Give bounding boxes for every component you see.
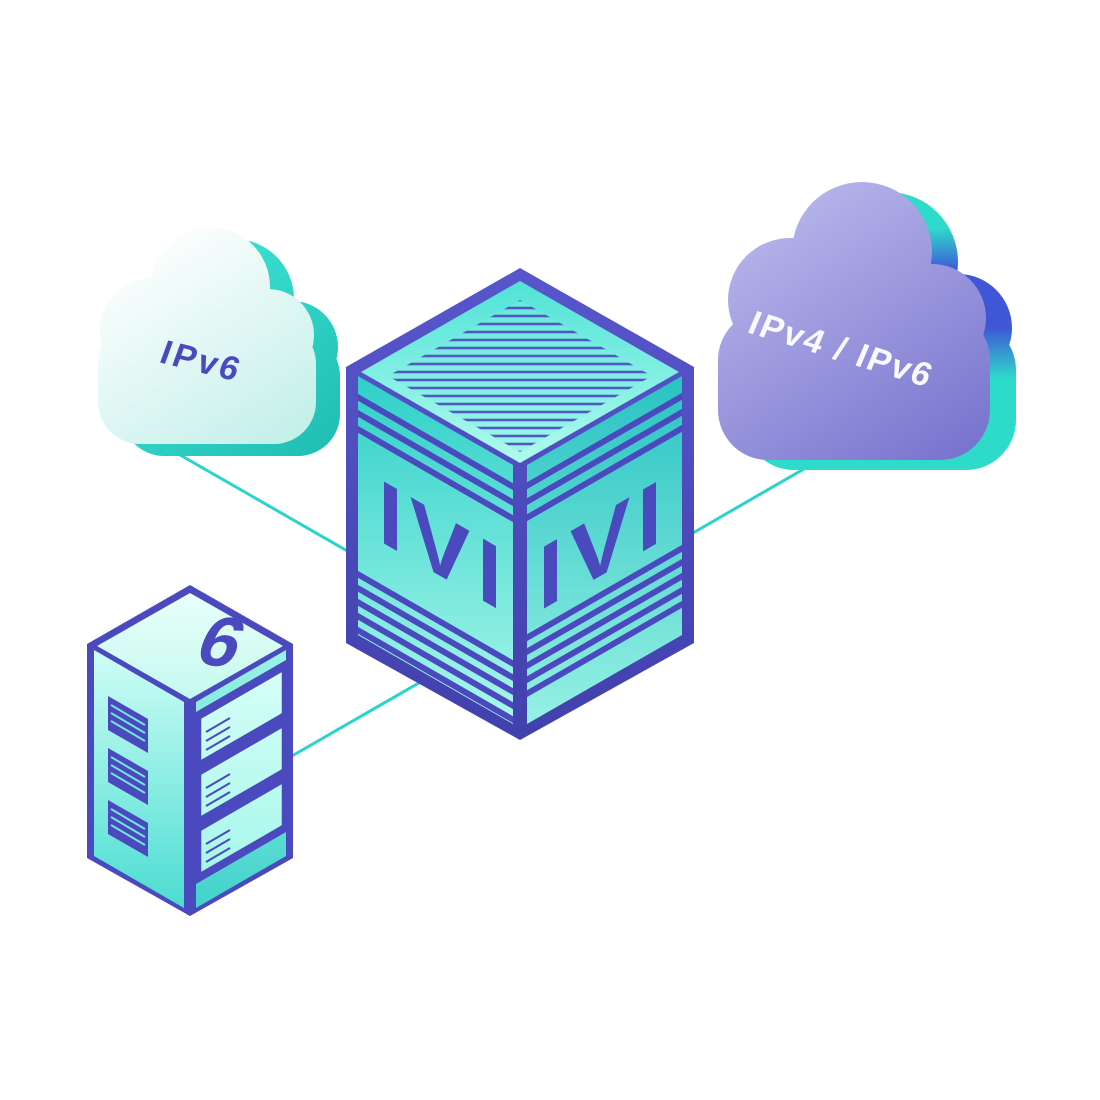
server-top-face <box>97 593 283 699</box>
server-vent <box>108 800 148 857</box>
ivi-translator-cube: IVI IVI <box>346 268 694 740</box>
ipv6-cloud-front-shape <box>98 227 316 444</box>
server-drawer-bay <box>196 660 286 884</box>
server-drawer <box>198 667 285 765</box>
ipv6-server: 6 <box>87 585 293 916</box>
ipv4-ipv6-cloud: IPv4 / IPv6 <box>718 182 1016 470</box>
server-vent <box>108 748 148 805</box>
cube-left-face-stripes <box>358 392 513 724</box>
server-drawer <box>198 723 285 821</box>
cube-top-face-stripes <box>388 300 652 452</box>
server-drawer <box>198 779 285 877</box>
ipv4-ipv6-cloud-front-shape <box>718 182 990 460</box>
server-vent <box>108 696 148 753</box>
cube-right-face-stripes <box>527 391 682 699</box>
server-vents <box>108 696 148 857</box>
ipv6-cloud: IPv6 <box>98 227 340 456</box>
